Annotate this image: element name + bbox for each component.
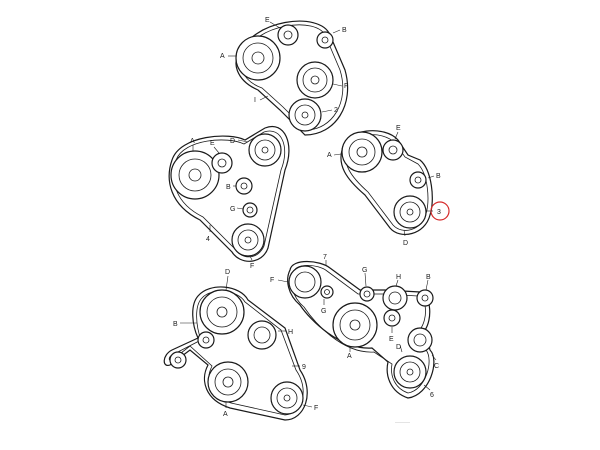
- pulley-left-g: [242, 202, 258, 218]
- watermark: ———: [395, 420, 410, 426]
- figure-right: E A B 3 D: [327, 125, 450, 247]
- label-left-a: A: [190, 138, 195, 145]
- pulley-br-g1: [320, 285, 334, 299]
- pulley-top-f: [296, 61, 334, 99]
- pulley-left-e: [211, 152, 233, 174]
- label-br-e: E: [389, 336, 394, 343]
- label-left-b: B: [226, 184, 231, 191]
- figure-bottom-right: 7 F G H B G A E 6 C D: [270, 254, 439, 399]
- pulley-left-f: [231, 223, 265, 257]
- belt-top: [235, 20, 349, 136]
- pulley-bl-b: [169, 351, 187, 369]
- label-top-a: A: [220, 53, 225, 60]
- pulley-br-h: [382, 285, 408, 311]
- pulley-br-e: [383, 309, 401, 327]
- label-right-3: 3: [437, 209, 441, 216]
- pulley-bl-f: [270, 381, 304, 415]
- pulley-bl-a: [207, 361, 249, 403]
- belt-left: [168, 125, 290, 262]
- pulley-right-d: [393, 195, 427, 229]
- pulley-br-c: [407, 327, 433, 353]
- pulley-bl-h: [247, 320, 277, 350]
- label-bl-b: B: [173, 321, 178, 328]
- label-br-6: 6: [430, 392, 434, 399]
- label-left-e: E: [210, 140, 215, 147]
- label-left-f: F: [250, 263, 254, 270]
- label-bl-a: A: [223, 411, 228, 418]
- label-right-a: A: [327, 152, 332, 159]
- pulley-top-2: [288, 98, 322, 132]
- label-br-h: H: [396, 274, 401, 281]
- label-br-d: D: [396, 344, 401, 351]
- pulley-left-a: [170, 150, 220, 200]
- label-bl-h: H: [288, 329, 293, 336]
- label-left-4: 4: [206, 236, 210, 243]
- figure-bottom-left: D B H 9 F A: [163, 269, 318, 421]
- label-right-d: D: [403, 240, 408, 247]
- label-top-i: I: [254, 97, 256, 104]
- pulley-top-b: [316, 31, 334, 49]
- label-left-d: D: [230, 138, 235, 145]
- pulley-bl-d: [199, 289, 245, 335]
- label-br-b: B: [426, 274, 431, 281]
- label-top-e: E: [265, 17, 270, 24]
- label-right-b: B: [436, 173, 441, 180]
- pulley-right-b: [409, 171, 427, 189]
- pulley-right-e: [382, 139, 404, 161]
- pulley-br-d: [393, 355, 427, 389]
- label-br-g-top: G: [362, 267, 367, 274]
- pulley-bl-small: [197, 331, 215, 349]
- label-right-e: E: [396, 125, 401, 132]
- pulley-left-d: [248, 133, 282, 167]
- label-br-f: F: [270, 277, 274, 284]
- pulley-br-b: [416, 289, 434, 307]
- pulley-br-f: [288, 265, 322, 299]
- label-br-c: C: [434, 363, 439, 370]
- label-top-2: 2: [334, 107, 338, 114]
- pulley-br-g2: [359, 286, 375, 302]
- label-br-g-bottom: G: [321, 308, 326, 315]
- label-bl-9: 9: [302, 364, 306, 371]
- label-br-7: 7: [323, 254, 327, 261]
- label-left-g: G: [230, 206, 235, 213]
- label-top-f: F: [344, 83, 348, 90]
- pulley-br-a: [332, 302, 378, 348]
- pulley-right-a: [341, 131, 383, 173]
- label-top-b: B: [342, 27, 347, 34]
- pulley-top-a: [235, 35, 281, 81]
- pulley-top-e: [277, 24, 299, 46]
- label-bl-d: D: [225, 269, 230, 276]
- label-br-a: A: [347, 353, 352, 360]
- label-bl-f: F: [314, 405, 318, 412]
- figure-left: A E D B G 4 F: [168, 125, 290, 270]
- figure-top: E B A F I 2: [220, 17, 349, 136]
- pulley-left-b: [235, 177, 253, 195]
